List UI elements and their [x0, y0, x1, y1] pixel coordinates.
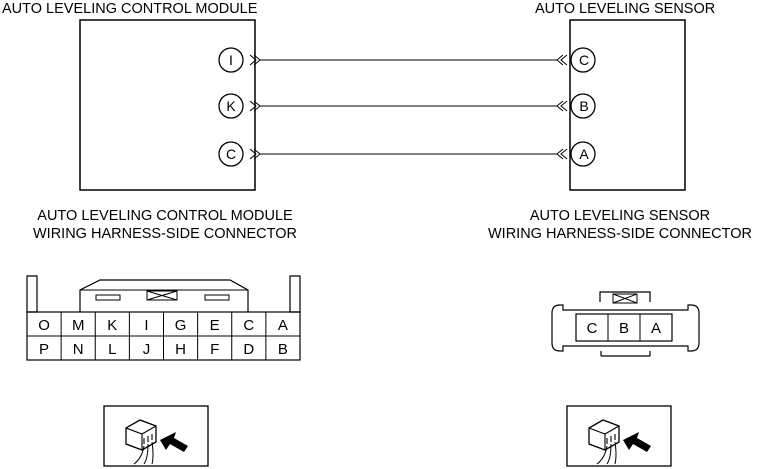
right-module-title: AUTO LEVELING SENSOR: [535, 1, 716, 17]
connector-housing: [289, 275, 301, 313]
harness-side-probe-icon: [103, 405, 209, 467]
pin-label: M: [72, 317, 85, 334]
connector-housing: [551, 304, 700, 352]
pin-label: J: [143, 341, 151, 358]
wire: C A: [218, 141, 596, 167]
right-module-box: [569, 19, 686, 191]
left-terminal: [218, 141, 244, 167]
left-terminal-label: C: [226, 146, 236, 162]
left-terminal-label: I: [229, 52, 233, 68]
right-terminal: [570, 141, 596, 167]
wire: K B: [218, 93, 596, 119]
connector-chevron: [556, 148, 568, 160]
pin-label: P: [39, 341, 49, 358]
pin-label: O: [38, 317, 50, 334]
pin-label: A: [278, 317, 288, 334]
pin-label: I: [144, 317, 148, 334]
right-terminal-label: A: [579, 146, 589, 162]
pin-row: [575, 313, 673, 342]
lock-tab: [79, 279, 249, 312]
pin-label: B: [619, 320, 629, 337]
left-terminal-label: K: [226, 98, 236, 114]
harness-side-probe-icon: [566, 405, 672, 467]
pin-label: F: [210, 341, 219, 358]
left-connector-title: AUTO LEVELING CONTROL MODULE WIRING HARN…: [0, 207, 330, 243]
right-connector-title-line2: WIRING HARNESS-SIDE CONNECTOR: [488, 226, 752, 242]
pin-label: E: [210, 317, 220, 334]
pin-label: K: [107, 317, 117, 334]
connector-housing: [26, 275, 38, 313]
left-connector-title-line1: AUTO LEVELING CONTROL MODULE: [37, 208, 293, 224]
pin-label: C: [243, 317, 254, 334]
wire-group: I C K B C A: [218, 47, 596, 167]
right-terminal: [570, 47, 596, 73]
connector-chevron: [556, 100, 568, 112]
right-terminal-label: B: [579, 98, 588, 114]
connector-chevron: [556, 54, 568, 66]
pin-label: N: [73, 341, 84, 358]
connector-lock: [599, 291, 651, 302]
wire: I C: [218, 47, 596, 73]
left-terminal: [218, 47, 244, 73]
right-connector-title-line1: AUTO LEVELING SENSOR: [529, 208, 711, 224]
pin-label: B: [278, 341, 288, 358]
pin-label: C: [587, 320, 598, 337]
pin-label: H: [175, 341, 186, 358]
pin-label: L: [108, 341, 116, 358]
left-module-title: AUTO LEVELING CONTROL MODULE: [2, 1, 258, 17]
left-connector-title-line2: WIRING HARNESS-SIDE CONNECTOR: [33, 226, 297, 242]
connector-lock-window: [612, 293, 638, 304]
left-connector: O M K I G E C A P N L J H F D B: [26, 275, 301, 361]
pin-label: G: [175, 317, 187, 334]
right-connector-title: AUTO LEVELING SENSOR WIRING HARNESS-SIDE…: [460, 207, 780, 243]
left-terminal: [218, 93, 244, 119]
pin-label: D: [243, 341, 254, 358]
right-terminal: [570, 93, 596, 119]
right-terminal-label: C: [579, 52, 589, 68]
pin-label: A: [651, 320, 661, 337]
